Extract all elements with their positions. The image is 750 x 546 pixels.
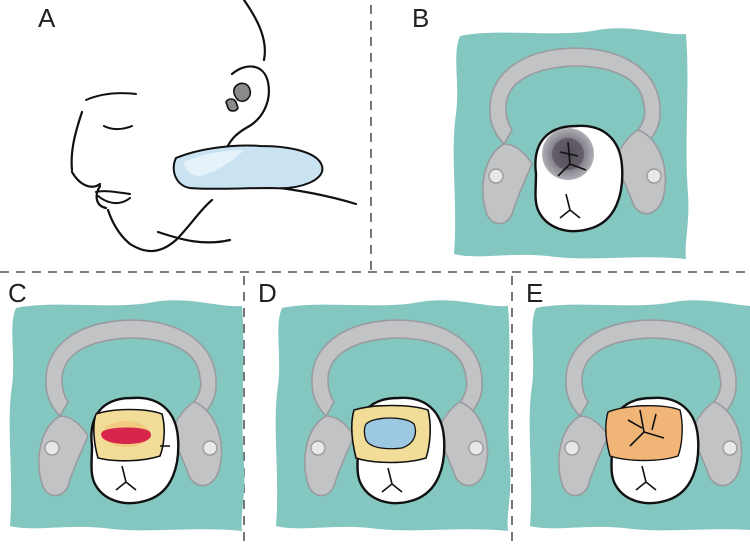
fissure-lines bbox=[627, 409, 665, 491]
fissure-lines bbox=[557, 141, 587, 219]
panel-label-c: C bbox=[8, 278, 27, 308]
panel-e-dental-scene bbox=[528, 299, 750, 533]
brow-line bbox=[85, 92, 137, 101]
ear-device-icon bbox=[225, 82, 252, 112]
panel-d-dental-scene bbox=[274, 299, 512, 533]
panel-label-e: E bbox=[526, 278, 543, 308]
panel-label-a: A bbox=[38, 3, 56, 33]
ear-outline bbox=[224, 65, 270, 152]
red-filling bbox=[101, 427, 151, 444]
panel-label-b: B bbox=[412, 3, 429, 33]
jaw-line bbox=[156, 184, 358, 244]
fissure-lines bbox=[381, 467, 403, 493]
panel-a-face-illustration bbox=[70, 0, 358, 253]
panel-dividers bbox=[0, 5, 750, 541]
panel-c-dental-scene bbox=[8, 299, 246, 533]
eye-line bbox=[103, 125, 133, 130]
blue-filling bbox=[363, 417, 417, 450]
panel-label-d: D bbox=[258, 278, 277, 308]
face-outline bbox=[70, 0, 266, 253]
fissure-lines bbox=[115, 445, 170, 491]
panel-b-dental-scene bbox=[452, 27, 690, 261]
mouth bbox=[95, 190, 131, 204]
